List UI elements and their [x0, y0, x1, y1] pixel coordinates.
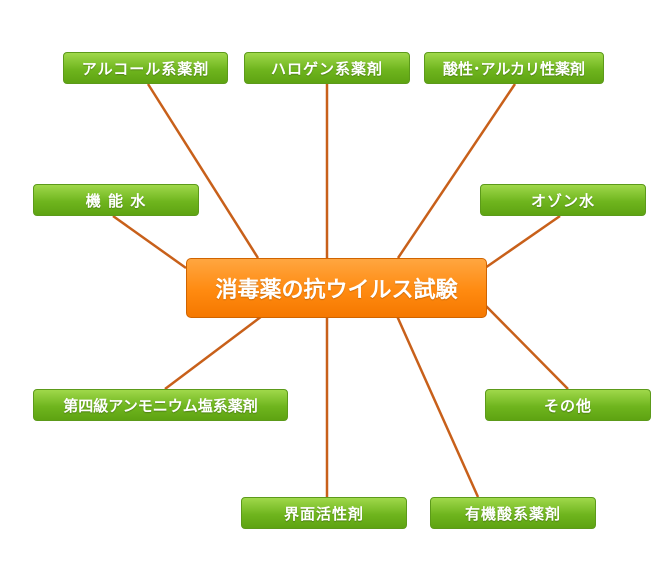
connector-alcohol [146, 83, 260, 259]
connector-organic-acid [395, 315, 480, 498]
node-surfactant[interactable]: 界面活性剤 [241, 497, 407, 529]
node-alcohol[interactable]: アルコール系薬剤 [63, 52, 228, 84]
node-ozone-water[interactable]: オゾン水 [480, 184, 646, 216]
node-organic-acid[interactable]: 有機酸系薬剤 [430, 497, 596, 529]
connector-functional-water [112, 214, 187, 270]
node-quat-ammonium[interactable]: 第四級アンモニウム塩系薬剤 [33, 389, 288, 421]
connector-other [484, 304, 569, 390]
connector-quat [164, 315, 263, 390]
connector-acid-alkali [396, 83, 517, 259]
connector-ozone-water [484, 214, 561, 270]
node-acid-alkali[interactable]: 酸性･アルカリ性薬剤 [424, 52, 604, 84]
center-node[interactable]: 消毒薬の抗ウイルス試験 [186, 258, 487, 318]
node-halogen[interactable]: ハロゲン系薬剤 [244, 52, 410, 84]
node-functional-water[interactable]: 機 能 水 [33, 184, 199, 216]
node-other[interactable]: その他 [485, 389, 651, 421]
